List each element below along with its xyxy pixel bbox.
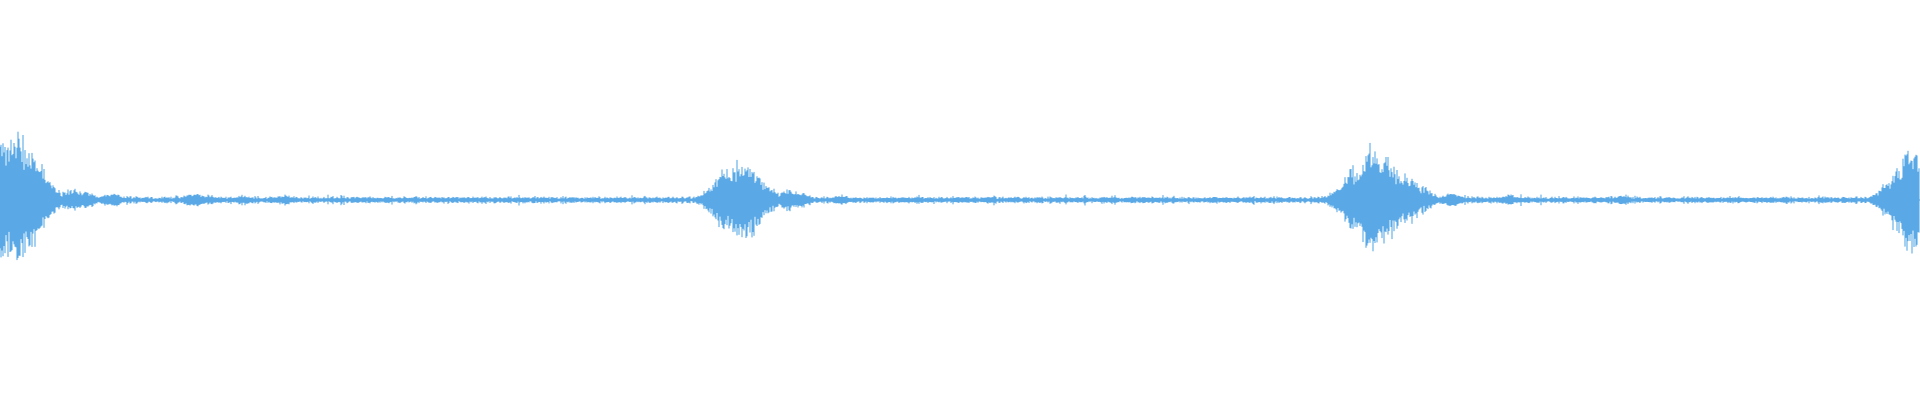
waveform-samples <box>0 131 1920 261</box>
